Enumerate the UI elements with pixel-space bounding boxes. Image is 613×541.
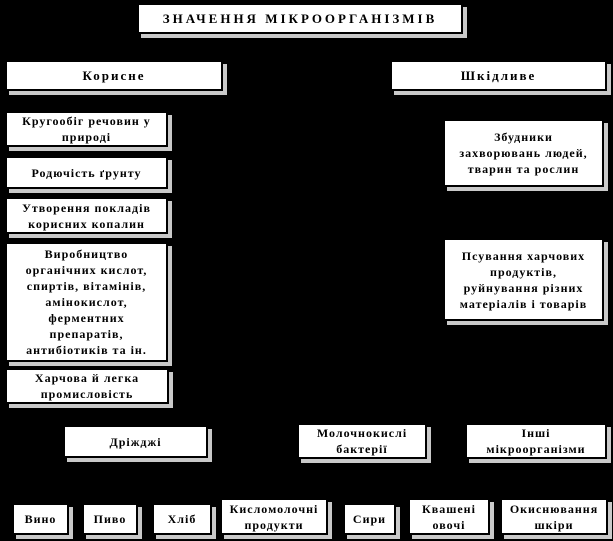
group-yeast: Дріжджі: [63, 425, 208, 458]
product-bread: Хліб: [152, 503, 212, 535]
product-fermented-milk: Кисломолочні продукти: [220, 498, 328, 535]
useful-item-production: Виробництво органічних кислот, спиртів, …: [5, 242, 168, 362]
product-pickled-vegetables: Квашені овочі: [408, 498, 490, 535]
useful-item-food-light-industry: Харчова й легка промисловість: [5, 368, 169, 404]
useful-item-mineral-deposits: Утворення покладів корисних копалин: [5, 197, 168, 234]
diagram-title: ЗНАЧЕННЯ МІКРООРГАНІЗМІВ: [137, 3, 463, 34]
product-beer: Пиво: [82, 503, 138, 535]
group-other-microorganisms: Інші мікроорганізми: [465, 423, 607, 459]
group-lactic-acid-bacteria: Молочнокислі бактерії: [297, 423, 427, 459]
product-cheeses: Сири: [343, 503, 396, 535]
harmful-item-spoilage: Псування харчових продуктів, руйнування …: [443, 238, 604, 321]
product-wine: Вино: [12, 503, 69, 535]
useful-item-soil-fertility: Родючість ґрунту: [5, 156, 168, 189]
branch-useful: Корисне: [5, 60, 223, 91]
branch-harmful: Шкідливе: [390, 60, 607, 91]
useful-item-matter-cycle: Кругообіг речовин у природі: [5, 111, 168, 147]
product-leather-oxidation: Окиснювання шкіри: [500, 498, 608, 535]
harmful-item-pathogens: Збудники захворювань людей, тварин та ро…: [443, 119, 604, 187]
